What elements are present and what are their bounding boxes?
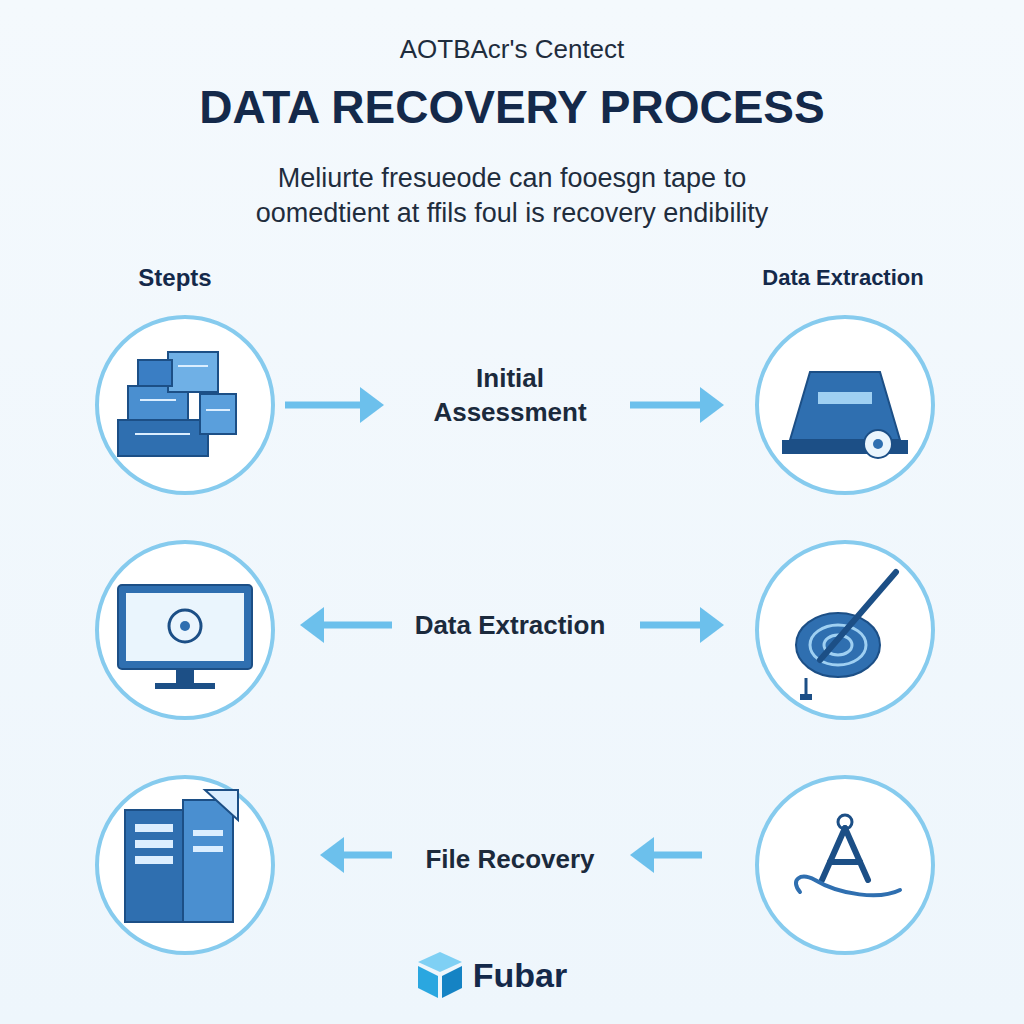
icon-circle [97, 777, 273, 953]
compass-icon [796, 815, 900, 895]
header-text: AOTBAcr's Centect [400, 34, 625, 65]
icon-circle [757, 542, 933, 718]
column-heading: Stepts [138, 264, 211, 293]
icon-circle [97, 317, 273, 493]
drive-icon [782, 372, 908, 458]
icon-circle [757, 317, 933, 493]
flow-arrows [285, 387, 724, 873]
monitor-icon [118, 585, 252, 689]
subtitle-text: Meliurte fresueode can fooesgn tape to o… [212, 161, 812, 231]
icon-circle [97, 542, 273, 718]
column-heading: Data Extraction [762, 265, 923, 291]
disk-pen-icon [796, 572, 896, 700]
server-icon [125, 790, 238, 922]
step-label: Initial Assessment [405, 362, 615, 430]
step-label: Data Extraction [410, 609, 610, 643]
page-title: DATA RECOVERY PROCESS [199, 80, 824, 135]
boxes-icon [118, 352, 236, 456]
brand-name: Fubar [473, 955, 567, 996]
icon-circle [757, 777, 933, 953]
step-label: File Recovery [415, 843, 605, 877]
logo-cube [418, 952, 462, 998]
